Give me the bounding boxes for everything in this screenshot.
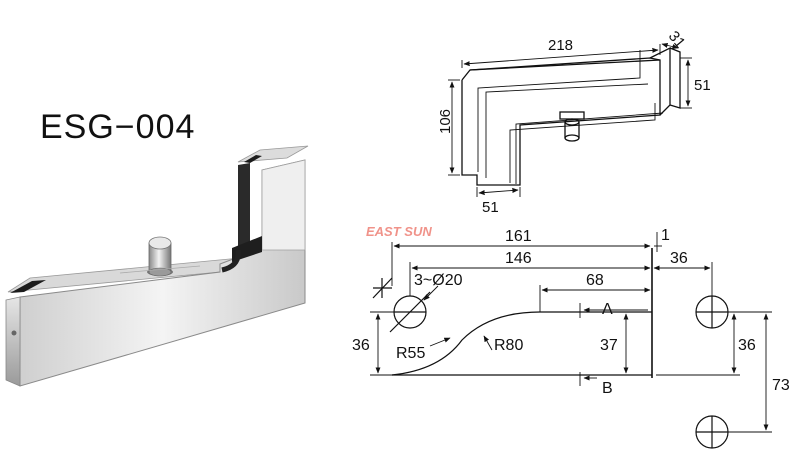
- label-a: A: [602, 301, 613, 318]
- cutout-drawing: [372, 248, 729, 449]
- dim-161: 161: [505, 228, 532, 245]
- dim-218: 218: [548, 37, 573, 54]
- dim-51-bottom: 51: [482, 199, 499, 216]
- dim-68: 68: [586, 272, 604, 289]
- dim-1: 1: [661, 227, 670, 244]
- cutout-dimensions: [370, 232, 772, 433]
- isometric-dimensions: [448, 42, 692, 197]
- dim-73: 73: [772, 377, 790, 394]
- product-photo: [5, 145, 309, 387]
- dim-106: 106: [437, 109, 454, 134]
- model-title: ESG−004: [40, 108, 196, 146]
- dim-37: 37: [600, 337, 618, 354]
- dim-36-right: 36: [738, 337, 756, 354]
- dim-51-right: 51: [694, 77, 711, 94]
- label-b: B: [602, 380, 613, 397]
- watermark: EAST SUN: [366, 224, 432, 239]
- isometric-drawing: [461, 46, 681, 186]
- radius-r55: R55: [396, 345, 425, 362]
- dim-36-left: 36: [352, 337, 370, 354]
- hole-spec: 3~Ø20: [414, 272, 463, 289]
- dim-146: 146: [505, 250, 532, 267]
- dim-36-horizontal: 36: [670, 250, 688, 267]
- dim-31: 31: [665, 28, 689, 52]
- radius-r80: R80: [494, 337, 523, 354]
